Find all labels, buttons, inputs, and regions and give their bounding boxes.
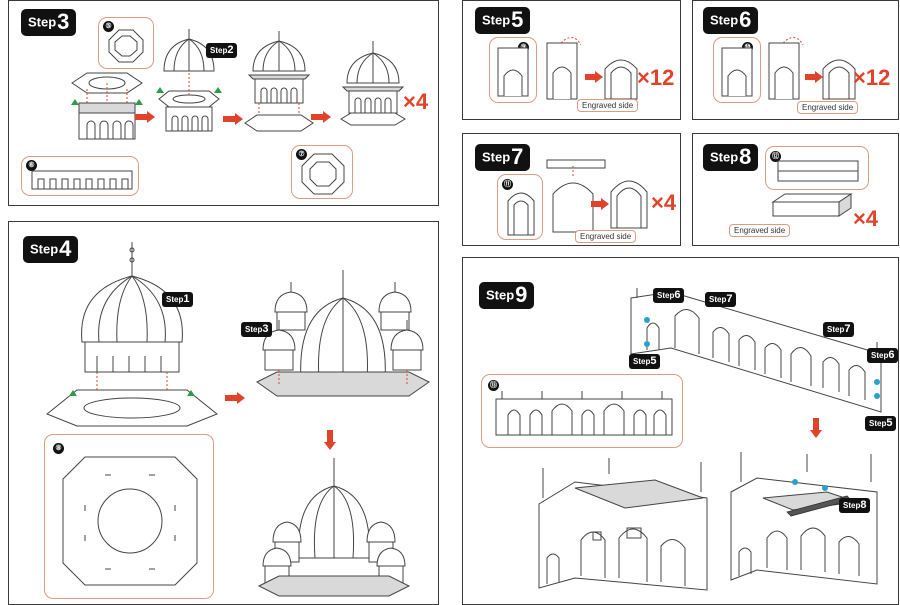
dome-with-towers-illustration xyxy=(256,270,430,397)
arrow-right-icon xyxy=(135,111,155,123)
step7-badge: Step7 xyxy=(475,144,531,171)
step5-panel: Step5 ⑨ ×12 Engraved side xyxy=(462,0,681,120)
step5-multiplier: ×12 xyxy=(637,65,675,90)
part6-callout: ⑥ xyxy=(21,156,139,196)
step8-badge: Step8 xyxy=(703,144,759,171)
part7-number: ⑦ xyxy=(296,149,307,160)
folded-arch-icon xyxy=(604,59,638,100)
step1-ref-badge: Step1 xyxy=(162,292,194,308)
folded-arch-icon xyxy=(610,180,648,229)
final-mosque-center-illustration xyxy=(257,458,411,597)
step5-ref-badge-a: Step5 xyxy=(629,354,661,370)
completed-mosque-walls-illustration xyxy=(538,458,708,591)
part13-number: ⑬ xyxy=(488,380,499,391)
step6-ref-badge-a: Step6 xyxy=(653,288,685,304)
folded-arch-icon xyxy=(822,59,856,100)
wall-strip-icon xyxy=(31,170,133,190)
part12-number: ⑫ xyxy=(770,151,781,162)
part11-callout: ⑪ xyxy=(497,174,543,240)
beam-strip-icon xyxy=(777,160,859,182)
step7-ref-badge-b: Step7 xyxy=(823,322,855,338)
step7-ref-badge-a: Step7 xyxy=(705,292,737,308)
step8-multiplier: ×4 xyxy=(853,206,879,231)
step9-panel: Step9 Step6 Step7 Step5 Step7 Step6 xyxy=(462,257,899,605)
step3-badge: Step3 xyxy=(21,9,77,36)
part13-callout: ⑬ xyxy=(481,374,683,448)
step3-panel: Step3 ⑤ ⑥ xyxy=(8,0,439,206)
octagonal-base-plate-icon xyxy=(62,456,198,586)
folding-arch-illustration xyxy=(768,37,804,100)
part8-callout: ⑧ xyxy=(44,434,214,599)
step6-multiplier: ×12 xyxy=(853,65,891,90)
step5-ref-badge-b: Step5 xyxy=(865,416,897,432)
part5-number: ⑤ xyxy=(103,21,114,32)
folding-arch-illustration xyxy=(546,37,582,100)
part7-callout: ⑦ xyxy=(291,145,353,199)
part10-callout: ⑩ xyxy=(713,37,761,103)
arrow-right-icon xyxy=(223,113,243,125)
arrow-down-icon xyxy=(810,418,822,438)
arrow-down-icon xyxy=(324,430,336,450)
part11-number: ⑪ xyxy=(502,179,513,190)
arrow-right-icon xyxy=(225,392,245,404)
arch-wall-piece-icon xyxy=(507,192,535,236)
part6-number: ⑥ xyxy=(26,160,37,171)
step2-ref-badge: Step2 xyxy=(206,43,238,59)
step3-ref-badge: Step3 xyxy=(241,322,273,338)
arch-wall-piece-icon xyxy=(497,47,529,97)
folding-arch-illustration xyxy=(546,159,606,233)
step6-panel: Step6 ⑩ ×12 Engraved side xyxy=(692,0,899,120)
arrow-right-icon xyxy=(805,71,823,83)
engraved-side-label: Engraved side xyxy=(729,224,791,237)
step5-badge: Step5 xyxy=(475,7,531,34)
step9-badge: Step9 xyxy=(479,282,535,309)
part5-callout: ⑤ xyxy=(98,17,154,69)
mosque-walls-with-beam-illustration xyxy=(730,452,878,585)
drum-assembly-illustration xyxy=(71,72,143,140)
main-dome-assembly-illustration xyxy=(46,242,218,427)
arcade-wall-flat-icon xyxy=(495,391,673,436)
octagon-plate-icon xyxy=(301,153,345,195)
step8-ref-badge: Step8 xyxy=(839,498,871,514)
step4-badge: Step4 xyxy=(23,236,79,263)
arch-wall-piece-icon xyxy=(721,47,753,97)
folded-beam-illustration xyxy=(771,193,853,217)
step6-badge: Step6 xyxy=(703,7,759,34)
part9-callout: ⑨ xyxy=(489,37,537,103)
dome-on-ring-illustration xyxy=(156,29,222,132)
step8-panel: Step8 ⑫ ×4 Engraved side xyxy=(692,133,899,246)
octagon-ring-icon xyxy=(108,29,144,63)
step3-multiplier: ×4 xyxy=(403,89,429,114)
engraved-side-label: Engraved side xyxy=(577,99,639,112)
arrow-right-icon xyxy=(311,111,331,123)
tower-with-base-illustration xyxy=(244,31,314,132)
step6-ref-badge-b: Step6 xyxy=(867,348,899,364)
arrow-right-icon xyxy=(585,71,603,83)
arrow-right-icon xyxy=(591,198,609,210)
part12-callout: ⑫ xyxy=(765,146,869,190)
small-tower-left-back xyxy=(274,282,308,331)
step4-panel: Step4 Step1 ⑧ xyxy=(8,221,439,605)
engraved-side-label: Engraved side xyxy=(575,230,637,243)
finished-tower-illustration xyxy=(340,41,406,126)
engraved-side-label: Engraved side xyxy=(797,101,859,114)
step7-multiplier: ×4 xyxy=(651,190,677,215)
part8-number: ⑧ xyxy=(53,443,64,454)
step7-panel: Step7 ⑪ ×4 Engraved side xyxy=(462,133,681,246)
